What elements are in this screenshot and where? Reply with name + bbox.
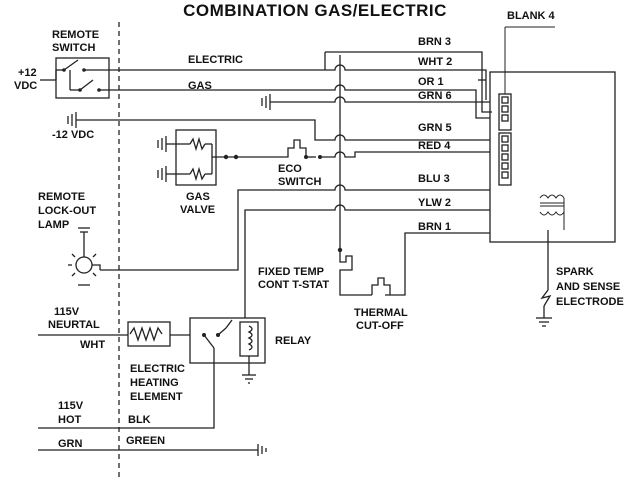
diagram-title: COMBINATION GAS/ELECTRIC <box>183 1 447 20</box>
grn-label: GRN <box>58 438 83 450</box>
neutral-115v-label: 115V <box>54 306 80 318</box>
wire-label-brn3: BRN 3 <box>418 36 451 48</box>
remote-lockout-label: REMOTE <box>38 191 85 203</box>
wire-label-ylw2: YLW 2 <box>418 197 451 209</box>
wire-label-blu3: BLU 3 <box>418 173 450 185</box>
spark-label-3: ELECTRODE <box>556 296 624 308</box>
thermal-cutoff-icon <box>371 277 391 295</box>
relay-icon <box>189 317 266 420</box>
gas-valve-label-2: VALVE <box>180 204 215 216</box>
remote-switch-box <box>55 57 110 99</box>
wire-label-grn5: GRN 5 <box>418 122 452 134</box>
ground-icon <box>78 227 90 250</box>
ground-icon <box>157 166 180 182</box>
plus-12-label: +12 <box>18 67 37 79</box>
electric-heating-label: ELECTRIC <box>130 363 185 375</box>
minus-12-vdc-label: -12 VDC <box>52 129 94 141</box>
wire-label-grn6: GRN 6 <box>418 90 452 102</box>
electric-label: ELECTRIC <box>188 54 243 66</box>
fixed-temp-label-2: CONT T-STAT <box>258 279 329 291</box>
lamp-icon <box>68 250 97 286</box>
ground-icon <box>257 444 267 456</box>
wire-label-or1: OR 1 <box>418 76 444 88</box>
wire-label-red4: RED 4 <box>418 140 451 152</box>
fixed-temp-label: FIXED TEMP <box>258 266 324 278</box>
electric-heating-label-3: ELEMENT <box>130 391 183 403</box>
remote-lockout-label-3: LAMP <box>38 219 69 231</box>
electric-wire <box>109 64 487 100</box>
eco-switch-icon <box>270 139 322 159</box>
relay-label: RELAY <box>275 335 312 347</box>
hot-115v-label: 115V <box>58 400 84 412</box>
green-label: GREEN <box>126 435 165 447</box>
neutral-label: NEURTAL <box>48 319 100 331</box>
thermostat-icon <box>339 250 372 296</box>
eco-switch-label-2: SWITCH <box>278 176 321 188</box>
blk-label: BLK <box>128 414 151 426</box>
ground-icon <box>242 374 256 384</box>
ground-icon <box>67 112 77 128</box>
blank-4-label: BLANK 4 <box>507 10 556 22</box>
eco-switch-label: ECO <box>278 163 302 175</box>
switch-icon <box>56 59 109 92</box>
connector-upper <box>498 93 512 131</box>
coil-icon <box>180 136 213 182</box>
ground-icon <box>261 94 271 110</box>
electric-heating-label-2: HEATING <box>130 377 179 389</box>
hot-label: HOT <box>58 414 82 426</box>
thermal-cutoff-label-2: CUT-OFF <box>356 320 404 332</box>
remote-lockout-label-2: LOCK-OUT <box>38 205 96 217</box>
remote-switch-label: REMOTE <box>52 29 99 41</box>
spark-coil-icon <box>539 194 565 230</box>
gas-wire <box>109 84 492 119</box>
wire-label-wht2: WHT 2 <box>418 56 452 68</box>
wht-label: WHT <box>80 339 105 351</box>
spark-label-2: AND SENSE <box>556 281 620 293</box>
remote-switch-label-2: SWITCH <box>52 42 95 54</box>
ground-icon <box>536 317 552 327</box>
spark-label: SPARK <box>556 266 594 278</box>
gas-valve-label: GAS <box>186 191 210 203</box>
gas-label: GAS <box>188 80 212 92</box>
plus-12-vdc-label: VDC <box>14 80 37 92</box>
heating-element-icon <box>127 321 171 347</box>
connector-lower <box>498 132 512 186</box>
spark-electrode-icon <box>540 289 552 307</box>
ground-icon <box>157 136 180 152</box>
wire-label-brn1: BRN 1 <box>418 221 451 233</box>
thermal-cutoff-label: THERMAL <box>354 307 408 319</box>
gas-valve-box <box>175 129 217 186</box>
